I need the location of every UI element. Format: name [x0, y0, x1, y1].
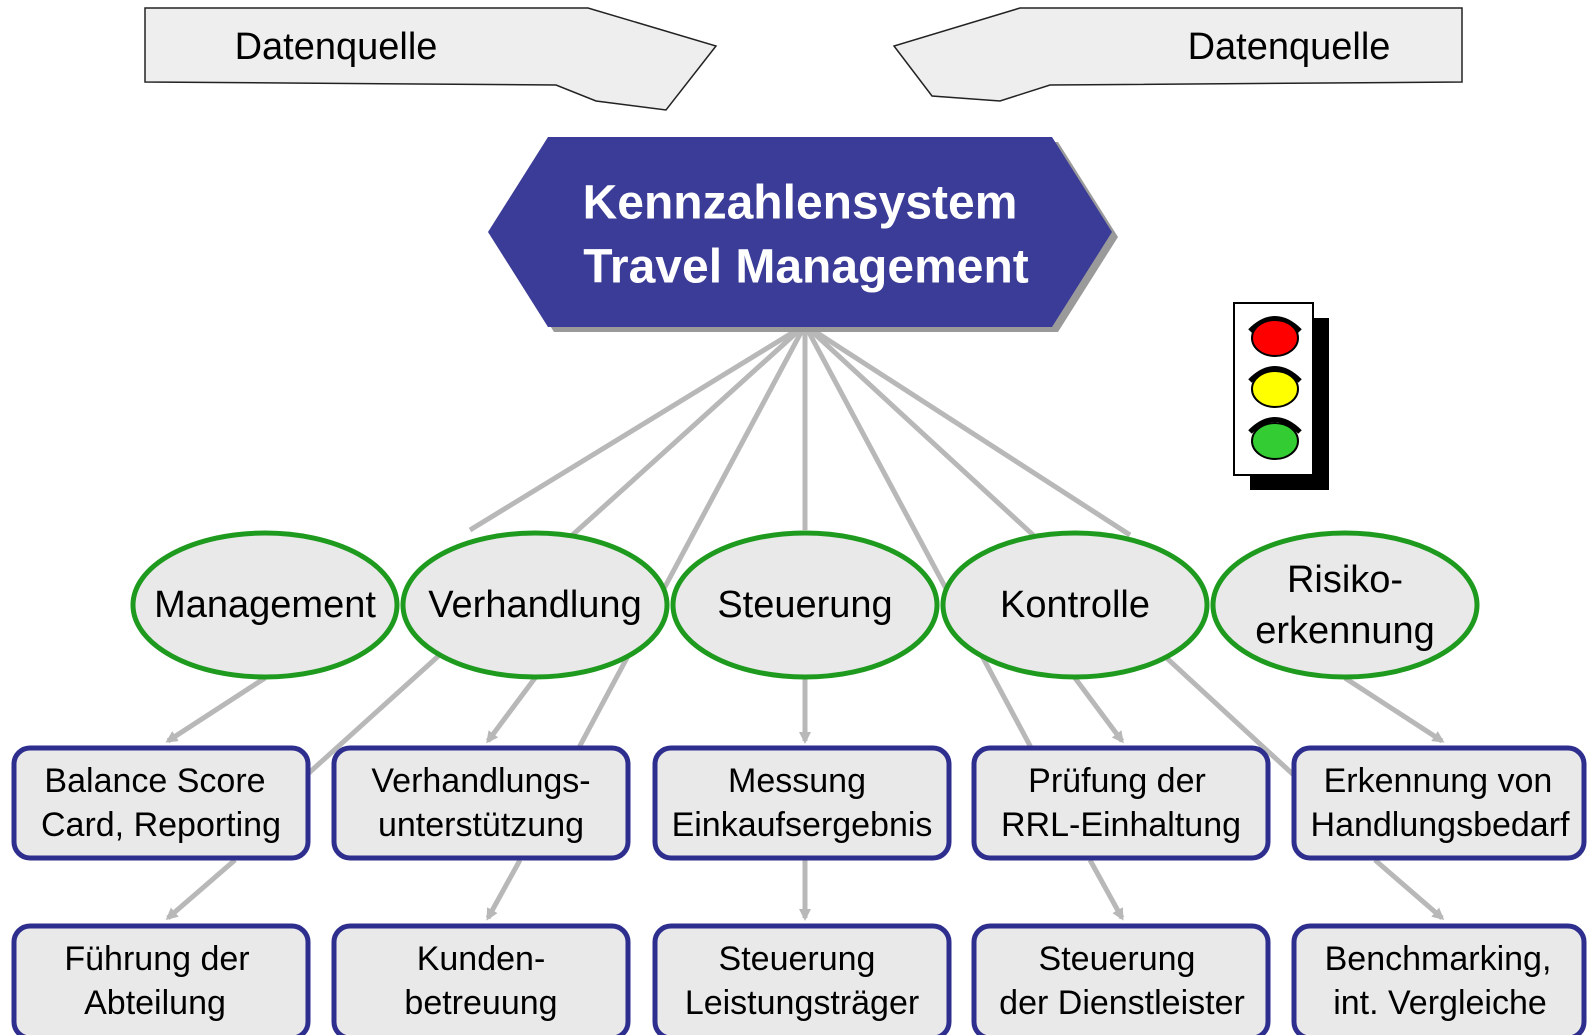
data-source-arrow-right: Datenquelle — [892, 7, 1463, 102]
arrow-line — [1072, 676, 1125, 744]
connector-line — [468, 322, 807, 533]
task-label-line-2: der Dienstleister — [999, 984, 1245, 1022]
connector-line — [803, 322, 1132, 538]
connector-line — [802, 323, 1038, 757]
category-kontrolle: Kontrolle — [940, 530, 1210, 680]
title-hexagon: Kennzahlensystem Travel Management — [488, 137, 1118, 332]
category-verhandlung: Verhandlung — [400, 530, 670, 680]
task-label-line-1: Steuerung — [1039, 940, 1196, 978]
category-risikoerkennung: Risiko- erkennung — [1210, 530, 1480, 680]
arrows-row2 — [165, 858, 1445, 921]
light-hood — [1248, 366, 1302, 383]
task-label-line-1: Erkennung von — [1324, 762, 1553, 800]
arrows-row1 — [165, 675, 1445, 744]
task-box-shape — [11, 923, 311, 1035]
source-label-right: Datenquelle — [1188, 26, 1391, 68]
category-ellipses: Management Verhandlung Steuerung Kontrol… — [130, 530, 1480, 680]
category-management: Management — [130, 530, 400, 680]
task-box: Kunden- betreuung — [331, 923, 631, 1035]
light-red-icon — [1251, 319, 1299, 357]
title-line-1: Kennzahlensystem — [583, 177, 1018, 230]
task-label-line-2: Abteilung — [84, 984, 226, 1022]
category-label: Kontrolle — [1000, 584, 1150, 626]
light-green-icon — [1251, 422, 1299, 460]
task-box-shape — [1291, 745, 1587, 861]
category-ellipse — [670, 530, 940, 680]
task-label-line-2: RRL-Einhaltung — [1001, 806, 1241, 844]
arrow-line — [1373, 858, 1445, 920]
task-box-shape — [652, 923, 952, 1035]
task-label-line-1: Führung der — [64, 940, 249, 978]
task-box: Steuerung der Dienstleister — [971, 923, 1271, 1035]
task-label-line-2: Card, Reporting — [41, 806, 281, 844]
task-row-1: Balance Score Card, Reporting Verhandlun… — [11, 745, 1587, 861]
arrow-line — [165, 675, 267, 744]
task-label-line-1: Verhandlungs- — [371, 762, 590, 800]
task-box: Balance Score Card, Reporting — [11, 745, 311, 861]
task-box-shape — [971, 745, 1271, 861]
title-line-2: Travel Management — [583, 241, 1029, 294]
task-box: Verhandlungs- unterstützung — [331, 745, 631, 861]
task-box-shape — [11, 745, 311, 861]
category-label: Steuerung — [717, 584, 892, 626]
task-box: Führung der Abteilung — [11, 923, 311, 1035]
task-box-shape — [331, 745, 631, 861]
source-arrow-shape — [144, 7, 718, 111]
task-label-line-2: int. Vergleiche — [1333, 984, 1547, 1022]
task-box: Messung Einkaufsergebnis — [652, 745, 952, 861]
task-box: Erkennung von Handlungsbedarf — [1291, 745, 1587, 861]
task-label-line-2: Leistungsträger — [685, 984, 919, 1022]
task-label-line-1: Prüfung der — [1028, 762, 1206, 800]
category-label: Verhandlung — [428, 584, 641, 626]
light-yellow-icon — [1251, 370, 1299, 408]
category-ellipse — [130, 530, 400, 680]
task-box: Steuerung Leistungsträger — [652, 923, 952, 1035]
task-box-shape — [331, 923, 631, 1035]
task-box: Benchmarking, int. Vergleiche — [1291, 923, 1587, 1035]
arrow-line — [1087, 858, 1125, 921]
hexagon-shape — [488, 137, 1112, 327]
task-label-line-1: Benchmarking, — [1325, 940, 1552, 978]
task-label-line-2: Handlungsbedarf — [1311, 806, 1571, 844]
task-label-line-2: Einkaufsergebnis — [672, 806, 933, 844]
data-source-arrow-left: Datenquelle — [144, 7, 718, 111]
category-ellipse — [940, 530, 1210, 680]
arrow-line — [485, 858, 523, 921]
task-box-shape — [652, 745, 952, 861]
task-label-line-2: betreuung — [404, 984, 557, 1022]
task-label-line-1: Balance Score — [44, 762, 265, 800]
task-row-2: Führung der Abteilung Kunden- betreuung … — [11, 923, 1587, 1035]
light-hood — [1248, 417, 1302, 434]
task-box-shape — [1291, 923, 1587, 1035]
arrow-line — [485, 676, 538, 744]
category-steuerung: Steuerung — [670, 530, 940, 680]
light-hood — [1248, 316, 1302, 333]
arrow-line — [1343, 675, 1445, 744]
task-box: Prüfung der RRL-Einhaltung — [971, 745, 1271, 861]
task-box-shape — [971, 923, 1271, 1035]
task-label-line-1: Messung — [728, 762, 866, 800]
category-label-line-1: Risiko- — [1287, 559, 1403, 601]
arrow-line — [165, 858, 237, 920]
category-ellipse — [1210, 530, 1480, 680]
task-label-line-1: Kunden- — [417, 940, 546, 978]
source-label-left: Datenquelle — [235, 26, 438, 68]
category-ellipse — [400, 530, 670, 680]
category-label: Management — [154, 584, 376, 626]
source-arrow-shape — [892, 7, 1463, 102]
traffic-light-icon — [1233, 302, 1329, 490]
category-label-line-2: erkennung — [1255, 610, 1435, 652]
task-label-line-1: Steuerung — [719, 940, 876, 978]
connector-line — [572, 323, 808, 757]
task-label-line-2: unterstützung — [378, 806, 584, 844]
